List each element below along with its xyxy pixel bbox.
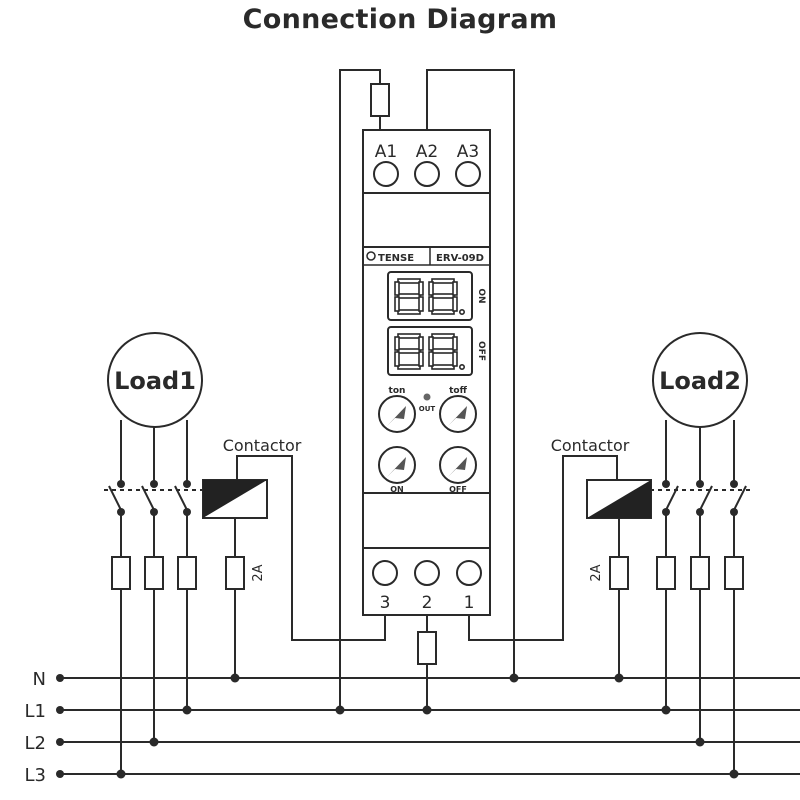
terminal-a1 <box>373 161 399 187</box>
device-output-wiring <box>236 455 618 715</box>
brand-logo-icon <box>366 251 376 261</box>
terminal-label-2: 2 <box>422 593 433 613</box>
out-led-label: OUT <box>419 405 436 413</box>
fuse-icon <box>690 556 710 590</box>
fuse-icon <box>144 556 164 590</box>
load1-label: Load1 <box>114 367 196 395</box>
terminal-a2 <box>414 161 440 187</box>
fuse-2a-right-label: 2A <box>589 564 604 581</box>
display-on-digits <box>394 278 465 315</box>
knob-on-label: ON <box>390 485 404 494</box>
line-label-n: N <box>33 669 46 690</box>
terminal-3 <box>372 560 398 586</box>
relay-device: A1 A2 A3 TENSE ERV-09D ON <box>362 129 491 616</box>
terminal-label-1: 1 <box>464 593 475 613</box>
fuse-icon <box>177 556 197 590</box>
supply-lines: N L1 L2 L3 <box>25 669 800 786</box>
fuse-icon <box>370 83 390 117</box>
display-on-label: ON <box>476 288 486 303</box>
contactor-left-label: Contactor <box>223 436 302 455</box>
terminal-label-3: 3 <box>380 593 391 613</box>
line-label-l1: L1 <box>25 701 46 722</box>
terminal-label-a3: A3 <box>457 142 479 162</box>
brand-name: TENSE <box>378 253 414 264</box>
diagram-title: Connection Diagram <box>242 4 558 35</box>
display-off <box>387 326 473 376</box>
knob-off[interactable] <box>439 446 477 484</box>
fuse-2a-left <box>225 556 245 590</box>
device-supply-wiring <box>335 69 519 715</box>
knob-toff[interactable] <box>439 395 477 433</box>
load2-circuit: Load2 Contactor 2A <box>551 332 751 779</box>
terminal-label-a1: A1 <box>375 142 397 162</box>
display-off-digits <box>394 333 465 370</box>
fuse-icon <box>724 556 744 590</box>
out-led-icon <box>423 393 431 401</box>
line-label-l3: L3 <box>25 765 46 786</box>
model-name: ERV-09D <box>436 253 484 264</box>
terminal-2 <box>414 560 440 586</box>
knob-on[interactable] <box>378 446 416 484</box>
knob-off-label: OFF <box>449 485 467 494</box>
knob-ton-label: ton <box>389 386 406 396</box>
terminal-a3 <box>455 161 481 187</box>
load2-label: Load2 <box>659 367 741 395</box>
knob-ton[interactable] <box>378 395 416 433</box>
load1-circuit: Load1 Contactor 2A <box>104 332 302 779</box>
fuse-icon <box>111 556 131 590</box>
terminal-1 <box>456 560 482 586</box>
fuse-icon <box>656 556 676 590</box>
display-off-label: OFF <box>476 341 486 361</box>
knob-toff-label: toff <box>449 386 467 396</box>
fuse-2a-right <box>609 556 629 590</box>
fuse-2a-left-label: 2A <box>251 564 266 581</box>
line-label-l2: L2 <box>25 733 46 754</box>
contactor-right-label: Contactor <box>551 436 630 455</box>
terminal-label-a2: A2 <box>416 142 438 162</box>
fuse-icon <box>417 631 437 665</box>
display-on <box>387 271 473 321</box>
